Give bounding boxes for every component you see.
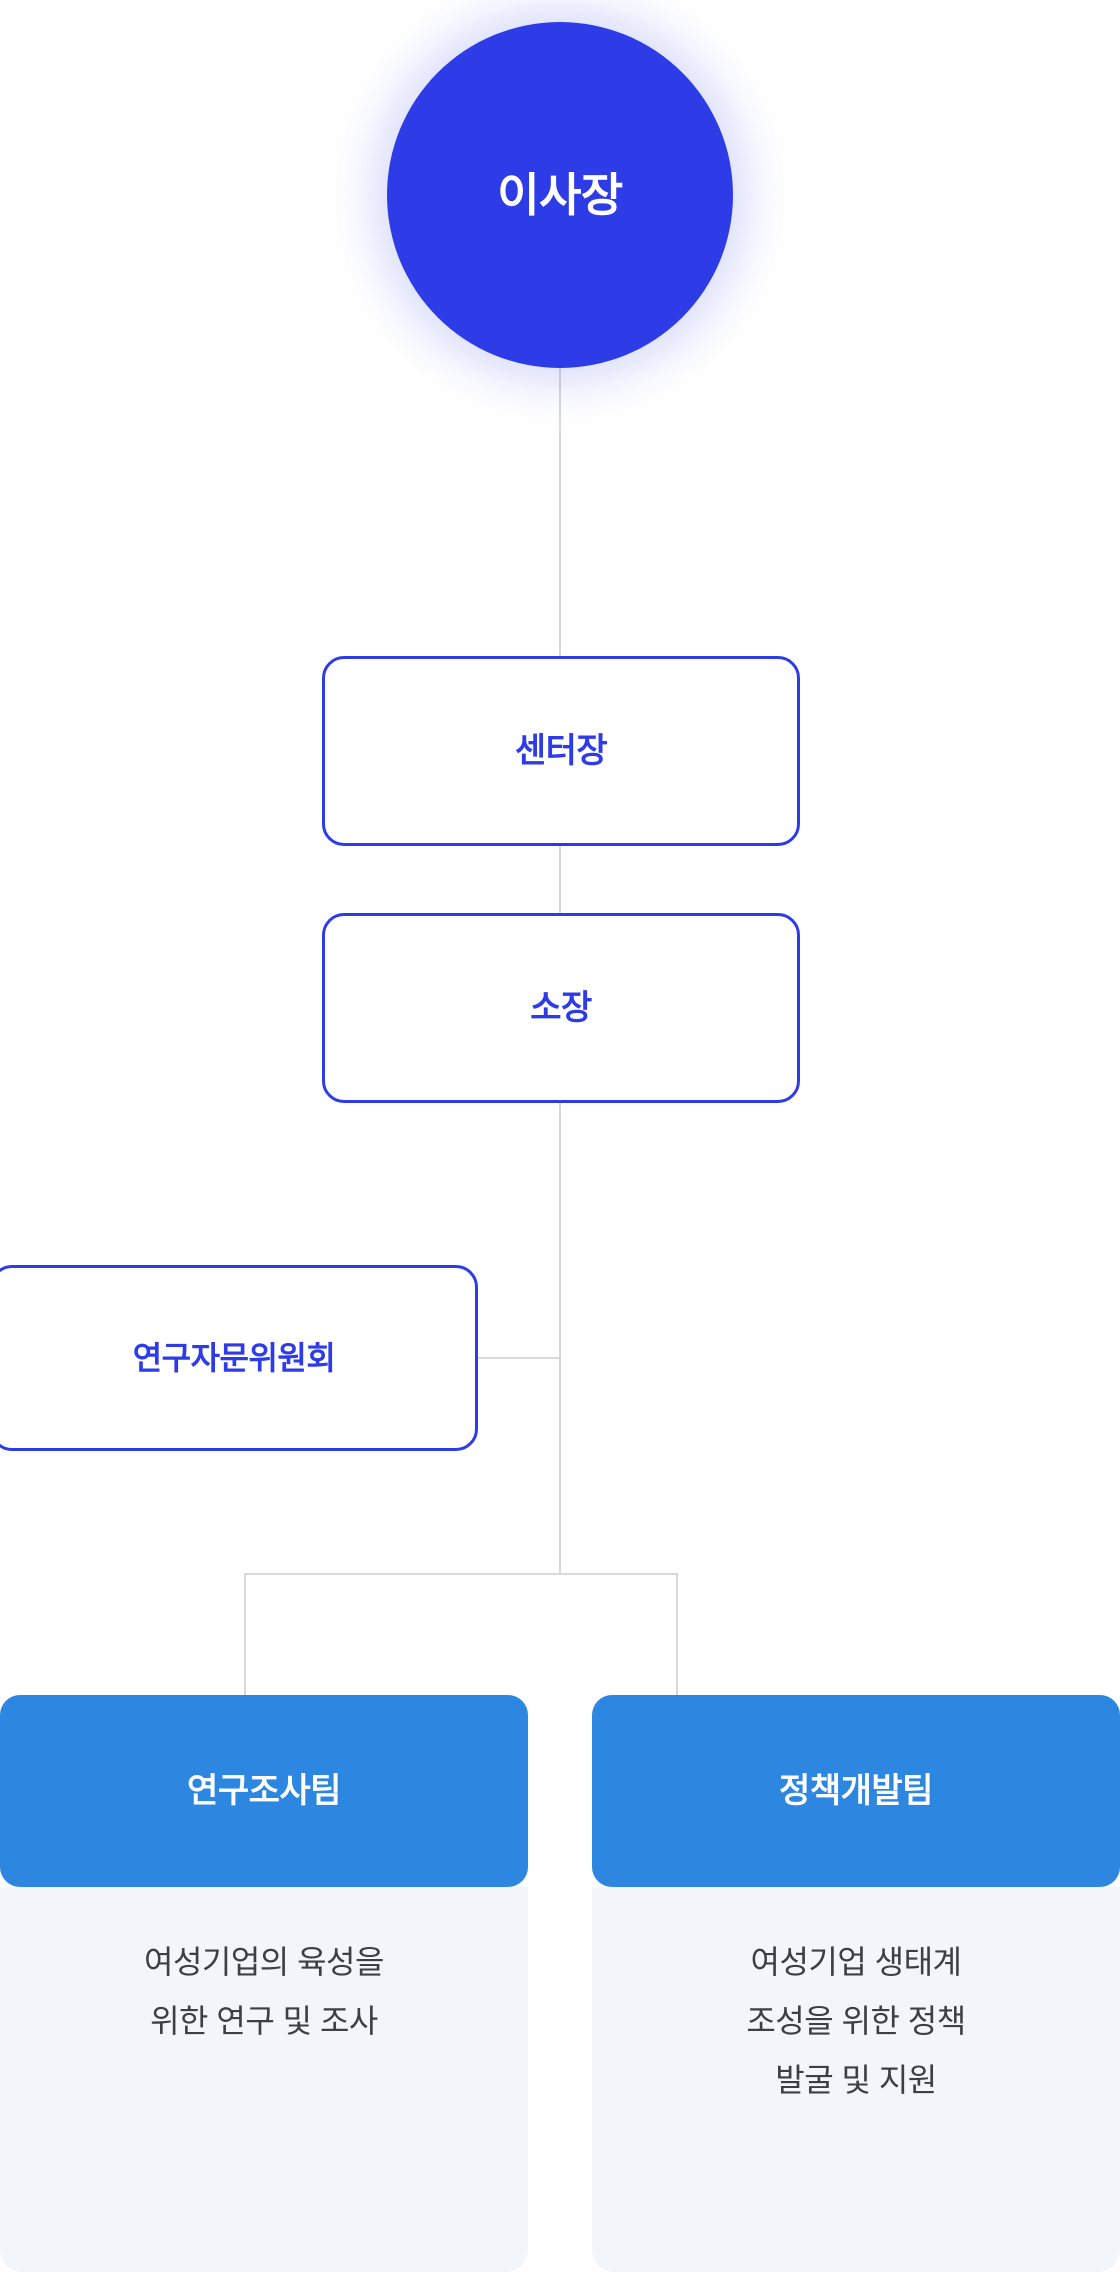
connector-advisory-to-spine <box>476 1357 561 1359</box>
team-title-research: 연구조사팀 <box>187 1772 341 1810</box>
node-research-advisory-committee[interactable]: 연구자문위원회 <box>0 1265 478 1451</box>
connector-branch-left <box>244 1573 246 1697</box>
team-body-research: 여성기업의 육성을 위한 연구 및 조사 <box>0 1887 528 2272</box>
team-title-policy: 정책개발팀 <box>779 1772 933 1810</box>
node-research-advisory-committee-label: 연구자문위원회 <box>132 1340 336 1376</box>
node-center-director[interactable]: 센터장 <box>322 656 800 846</box>
team-header-policy[interactable]: 정책개발팀 <box>592 1695 1120 1887</box>
team-description-research: 여성기업의 육성을 위한 연구 및 조사 <box>144 1944 384 2040</box>
connector-center-to-head <box>559 845 561 915</box>
node-chairman-label: 이사장 <box>497 169 623 221</box>
team-body-policy: 여성기업 생태계 조성을 위한 정책 발굴 및 지원 <box>592 1887 1120 2272</box>
team-description-policy: 여성기업 생태계 조성을 위한 정책 발굴 및 지원 <box>746 1944 966 2099</box>
node-institute-head-label: 소장 <box>530 989 592 1027</box>
connector-root-to-center <box>559 368 561 658</box>
team-panel-policy[interactable]: 정책개발팀 여성기업 생태계 조성을 위한 정책 발굴 및 지원 <box>592 1695 1120 2272</box>
connector-head-to-branch <box>559 1100 561 1575</box>
team-panel-research[interactable]: 연구조사팀 여성기업의 육성을 위한 연구 및 조사 <box>0 1695 528 2272</box>
connector-branch-bar <box>244 1573 678 1575</box>
node-institute-head[interactable]: 소장 <box>322 913 800 1103</box>
connector-branch-right <box>676 1573 678 1697</box>
node-center-director-label: 센터장 <box>514 732 608 770</box>
node-chairman[interactable]: 이사장 <box>387 22 733 368</box>
team-header-research[interactable]: 연구조사팀 <box>0 1695 528 1887</box>
